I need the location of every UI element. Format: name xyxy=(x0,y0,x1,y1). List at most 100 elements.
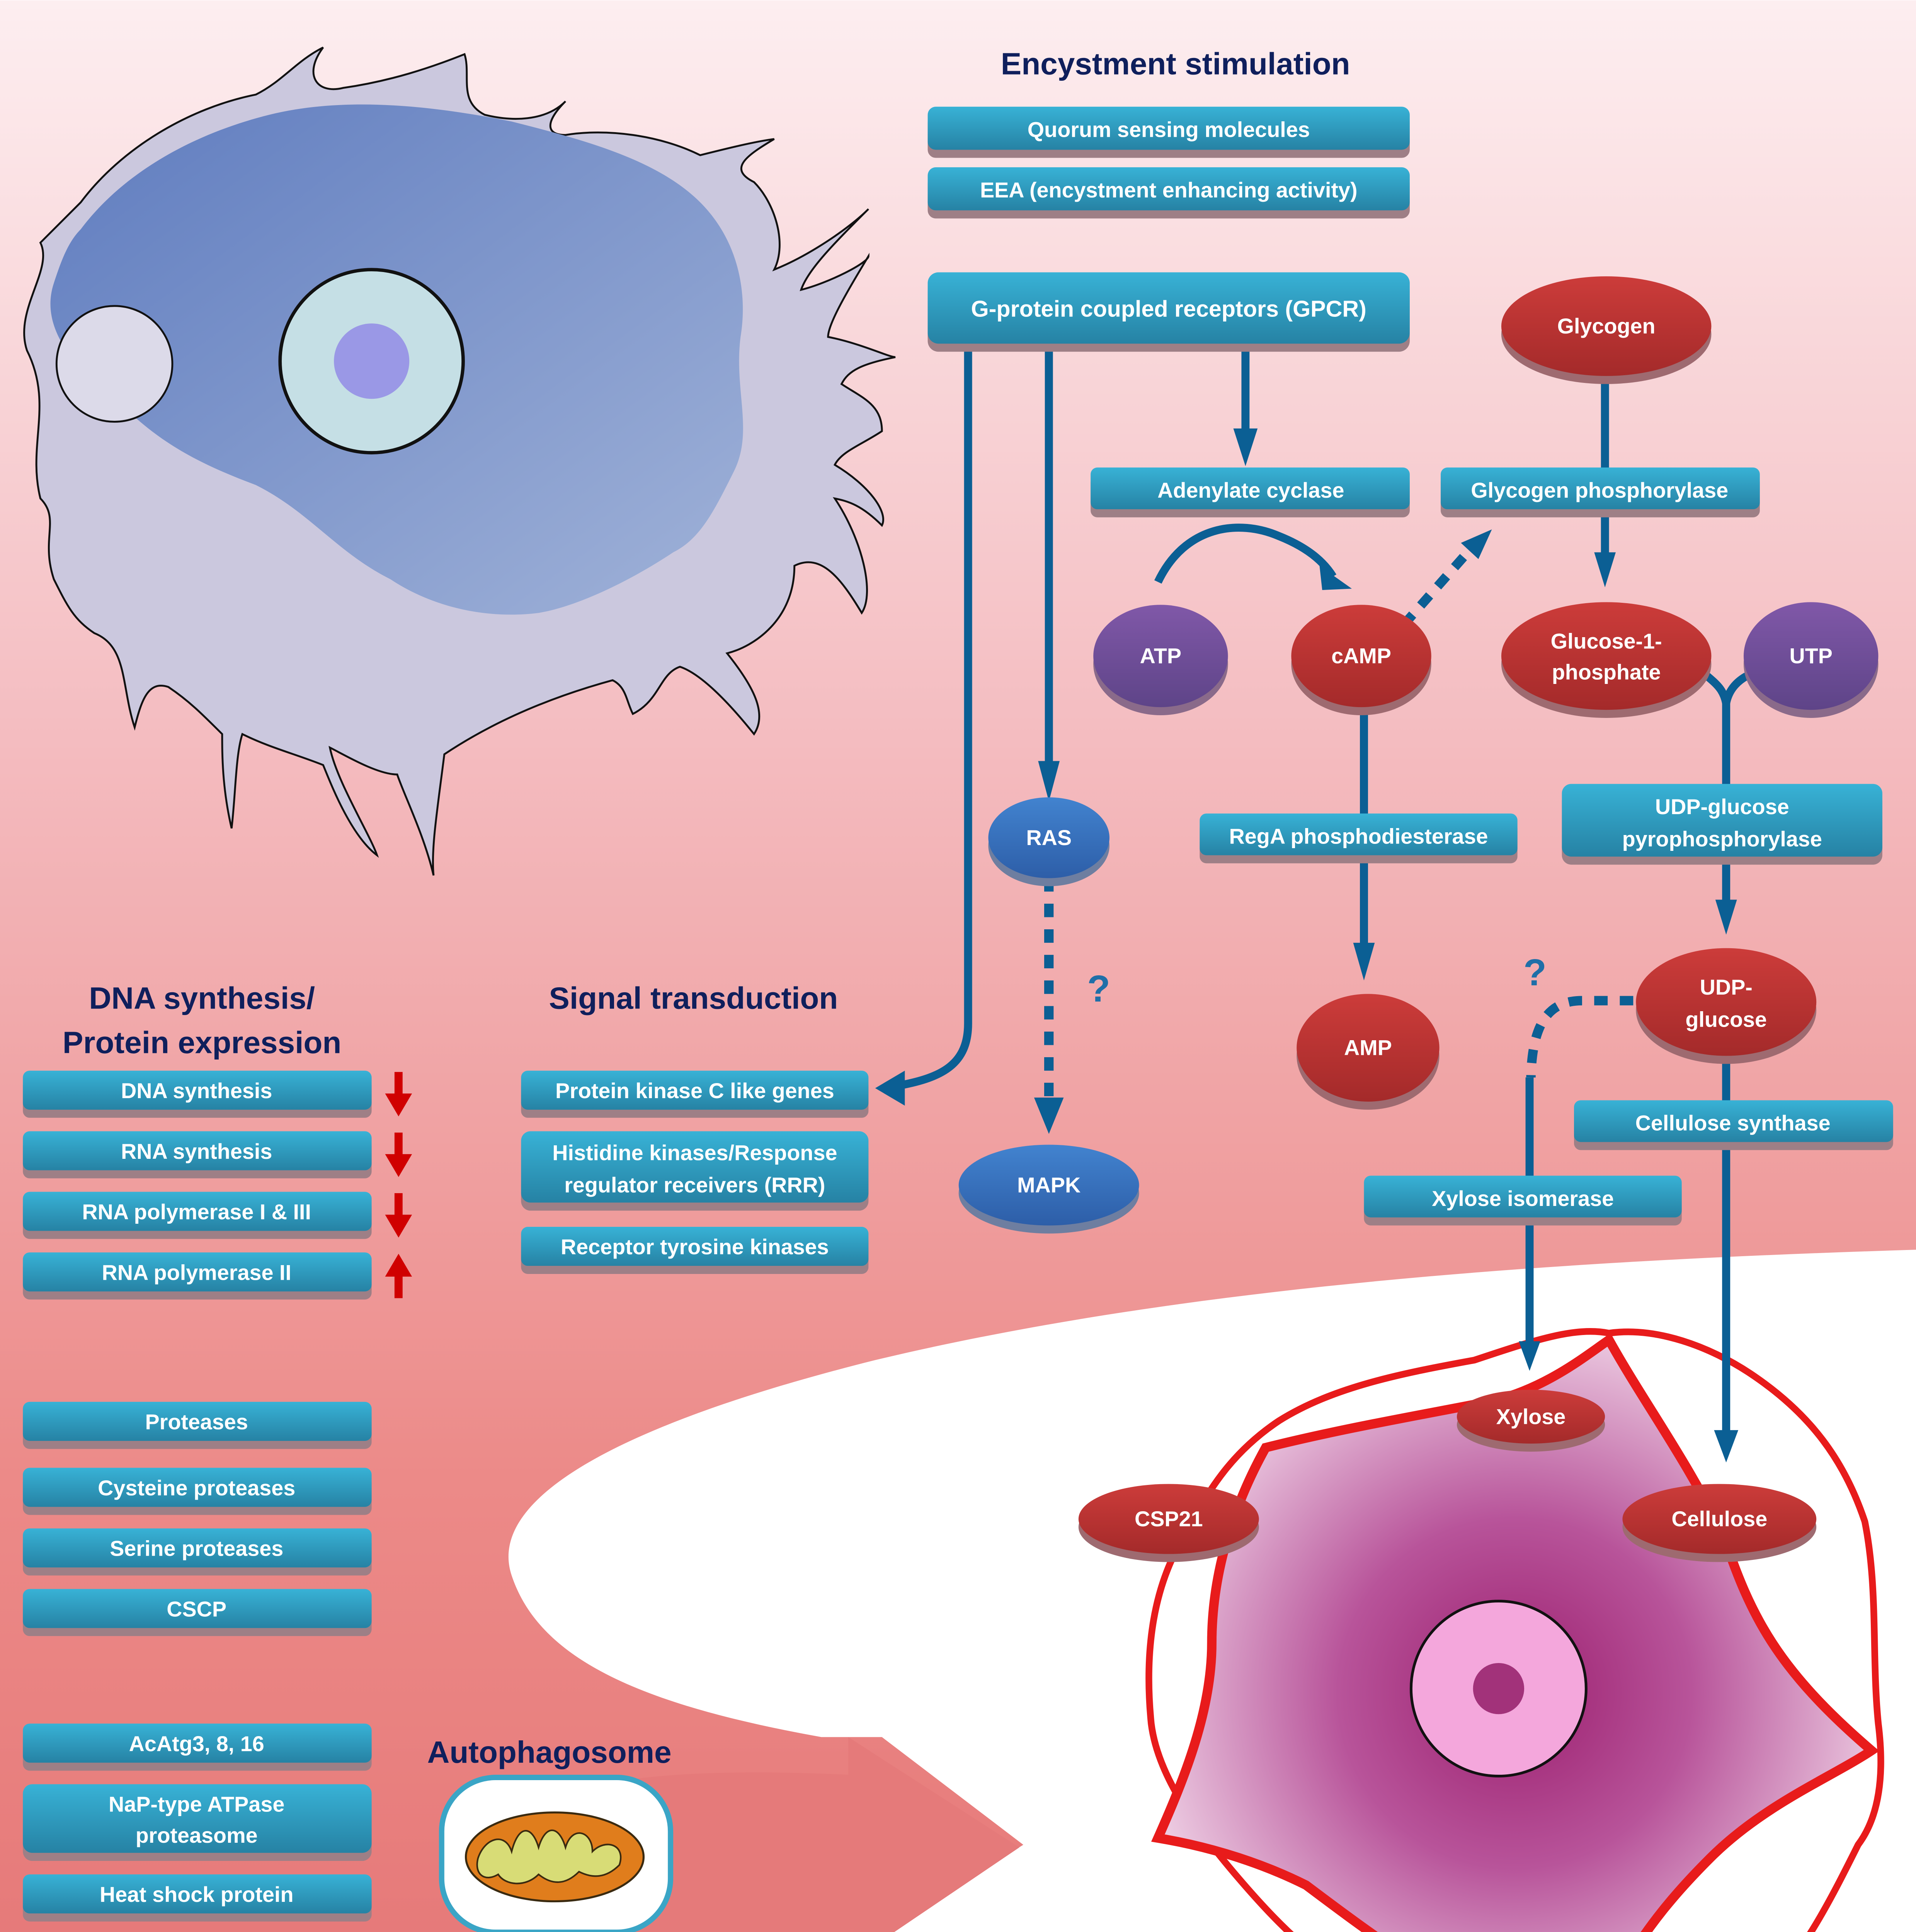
box-label: Xylose isomerase xyxy=(1432,1187,1614,1211)
arrow-head-udpg xyxy=(1715,900,1737,935)
node-atp[interactable]: ATP xyxy=(1093,605,1228,716)
protease-list: Proteases Cysteine proteases Serine prot… xyxy=(23,1401,372,1636)
list-item-label: Serine proteases xyxy=(110,1537,283,1561)
node-label: Xylose xyxy=(1496,1405,1566,1429)
box-label: Quorum sensing molecules xyxy=(1028,117,1310,141)
box-gpcr[interactable]: G-protein coupled receptors (GPCR) xyxy=(927,272,1410,352)
node-glycogen[interactable]: Glycogen xyxy=(1501,276,1712,384)
box-label: Receptor tyrosine kinases xyxy=(561,1235,829,1259)
list-item-proteases[interactable]: Proteases xyxy=(23,1401,372,1449)
arrow-atp-to-camp xyxy=(1154,524,1337,584)
down-arrow-icon xyxy=(385,1133,412,1177)
node-label: Cellulose xyxy=(1671,1507,1767,1531)
arrow-head-g1p xyxy=(1594,552,1616,588)
list-item-cysteine-proteases[interactable]: Cysteine proteases xyxy=(23,1468,372,1515)
list-item-label: Heat shock protein xyxy=(100,1883,294,1906)
arrow-head-camp xyxy=(1319,566,1352,590)
list-item-label: Cysteine proteases xyxy=(98,1476,295,1500)
list-item-rna-polymerase-1-3[interactable]: RNA polymerase I & III xyxy=(23,1192,372,1239)
node-label-line2: glucose xyxy=(1685,1007,1767,1031)
node-amp[interactable]: AMP xyxy=(1297,994,1440,1110)
list-item-cscp[interactable]: CSCP xyxy=(23,1589,372,1636)
node-label-line1: Glucose-1- xyxy=(1551,629,1662,653)
box-protein-kinase-c[interactable]: Protein kinase C like genes xyxy=(521,1070,869,1118)
up-arrow-icon xyxy=(385,1253,412,1298)
box-label: Adenylate cyclase xyxy=(1157,478,1344,502)
box-eea[interactable]: EEA (encystment enhancing activity) xyxy=(927,167,1410,219)
arrow-camp-to-glyphos xyxy=(1383,549,1471,647)
list-item-label: CSCP xyxy=(167,1597,226,1621)
vacuole xyxy=(55,305,174,423)
heading-dna-protein-line2: Protein expression xyxy=(63,1025,341,1060)
list-item-acatg[interactable]: AcAtg3, 8, 16 xyxy=(23,1723,372,1771)
box-cellulose-synthase[interactable]: Cellulose synthase xyxy=(1574,1100,1893,1150)
nucleolus xyxy=(334,323,410,399)
node-udp-glucose[interactable]: UDP- glucose xyxy=(1636,948,1817,1064)
arrow-head-amp xyxy=(1353,942,1375,981)
arrow-head-xylose xyxy=(1519,1341,1540,1371)
node-label: RAS xyxy=(1026,826,1072,850)
node-label: AMP xyxy=(1344,1036,1392,1060)
arrow-head-mapk xyxy=(1034,1097,1064,1134)
box-xylose-isomerase[interactable]: Xylose isomerase xyxy=(1364,1175,1682,1226)
box-histidine-kinases[interactable]: Histidine kinases/Response regulator rec… xyxy=(521,1131,869,1211)
box-glycogen-phosphorylase[interactable]: Glycogen phosphorylase xyxy=(1441,467,1760,517)
node-label: ATP xyxy=(1140,644,1181,668)
node-camp[interactable]: cAMP xyxy=(1291,605,1431,716)
list-item-heat-shock-protein[interactable]: Heat shock protein xyxy=(23,1874,372,1922)
box-label: RegA phosphodiesterase xyxy=(1229,825,1488,849)
box-udp-glucose-pyrophosphorylase[interactable]: UDP-glucose pyrophosphorylase xyxy=(1562,784,1882,865)
node-cellulose[interactable]: Cellulose xyxy=(1622,1484,1817,1562)
box-label-line2: pyrophosphorylase xyxy=(1622,827,1822,851)
list-item-label: DNA synthesis xyxy=(121,1079,272,1103)
box-label: Glycogen phosphorylase xyxy=(1471,478,1728,502)
heading-encystment-stimulation: Encystment stimulation xyxy=(1001,46,1350,81)
down-arrow-icon xyxy=(385,1072,412,1117)
node-label: MAPK xyxy=(1017,1173,1081,1197)
box-label: EEA (encystment enhancing activity) xyxy=(980,178,1358,202)
node-label-line1: UDP- xyxy=(1700,975,1753,999)
cyst-nucleolus xyxy=(1473,1663,1525,1714)
dna-list: DNA synthesis RNA synthesis RNA polymera… xyxy=(23,1070,412,1300)
list-item-label-line1: NaP-type ATPase xyxy=(109,1793,284,1816)
node-ras[interactable]: RAS xyxy=(988,797,1109,886)
list-item-rna-synthesis[interactable]: RNA synthesis xyxy=(23,1131,372,1179)
box-quorum-sensing[interactable]: Quorum sensing molecules xyxy=(927,107,1410,158)
list-item-nap-atpase[interactable]: NaP-type ATPase proteasome xyxy=(23,1784,372,1861)
node-xylose[interactable]: Xylose xyxy=(1457,1389,1605,1452)
node-mapk[interactable]: MAPK xyxy=(958,1145,1139,1234)
node-csp21[interactable]: CSP21 xyxy=(1078,1484,1259,1562)
arrow-head-ac xyxy=(1233,428,1258,466)
node-label: cAMP xyxy=(1331,644,1391,668)
node-utp[interactable]: UTP xyxy=(1744,602,1879,718)
down-arrow-icon xyxy=(385,1193,412,1238)
box-label: G-protein coupled receptors (GPCR) xyxy=(971,296,1366,321)
signal-list: Protein kinase C like genes Histidine ki… xyxy=(521,1070,869,1274)
box-label: Protein kinase C like genes xyxy=(555,1079,834,1103)
question-mark-ras-mapk: ? xyxy=(1087,968,1110,1010)
heading-signal-transduction: Signal transduction xyxy=(549,981,838,1015)
box-label: Cellulose synthase xyxy=(1635,1111,1831,1135)
node-glucose-1-phosphate[interactable]: Glucose-1- phosphate xyxy=(1501,602,1712,718)
list-item-label: RNA polymerase II xyxy=(102,1260,291,1284)
list-item-serine-proteases[interactable]: Serine proteases xyxy=(23,1528,372,1576)
node-label: Glycogen xyxy=(1557,314,1656,338)
question-mark-xylose: ? xyxy=(1523,951,1547,993)
list-item-label: AcAtg3, 8, 16 xyxy=(129,1732,264,1756)
node-label-line2: phosphate xyxy=(1552,660,1661,684)
box-receptor-tyrosine-kinases[interactable]: Receptor tyrosine kinases xyxy=(521,1226,869,1274)
autophagy-list: AcAtg3, 8, 16 NaP-type ATPase proteasome… xyxy=(23,1723,372,1922)
box-adenylate-cyclase[interactable]: Adenylate cyclase xyxy=(1091,467,1410,517)
arrow-head-cellulose xyxy=(1714,1430,1739,1463)
heading-dna-protein-line1: DNA synthesis/ xyxy=(89,981,315,1015)
box-label-line1: UDP-glucose xyxy=(1655,795,1789,819)
list-item-dna-synthesis[interactable]: DNA synthesis xyxy=(23,1070,372,1118)
arrow-head-glyphos xyxy=(1461,529,1492,559)
node-label: CSP21 xyxy=(1135,1507,1203,1531)
box-rega-phosphodiesterase[interactable]: RegA phosphodiesterase xyxy=(1200,813,1518,864)
box-label-line2: regulator receivers (RRR) xyxy=(564,1173,825,1197)
list-item-rna-polymerase-2[interactable]: RNA polymerase II xyxy=(23,1252,372,1300)
autophagosome-icon xyxy=(439,1775,674,1932)
box-label-line1: Histidine kinases/Response xyxy=(552,1141,837,1165)
